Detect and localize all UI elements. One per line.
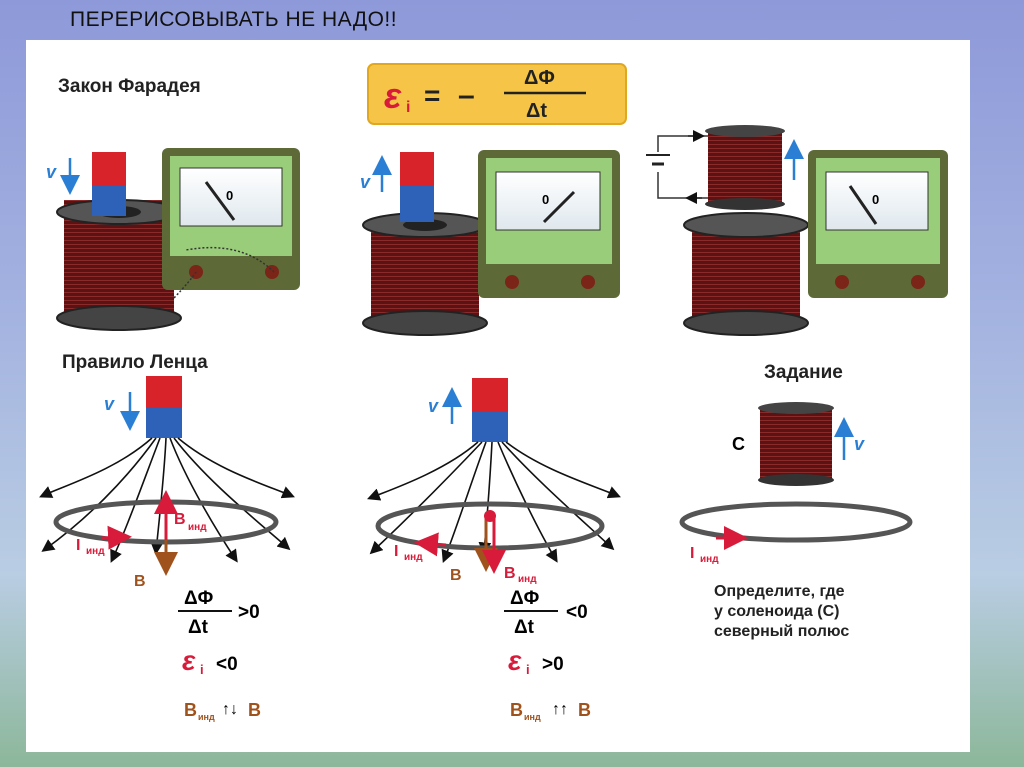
faraday-experiment-2: v 0 bbox=[360, 150, 620, 335]
faraday-experiment-3: 0 bbox=[646, 125, 948, 335]
current-label: I bbox=[394, 543, 398, 560]
emf-symbol: ε bbox=[182, 645, 196, 676]
emf-cmp: <0 bbox=[216, 654, 238, 675]
binduced-sub: инд bbox=[518, 574, 537, 585]
lenz-right-diagram: v I инд B B инд ΔΦ Δt <0 ε i >0 B инд ↑↑… bbox=[370, 378, 618, 722]
magnet-icon bbox=[92, 152, 126, 216]
formula-numerator: ΔΦ bbox=[524, 67, 555, 89]
formula-equals: = bbox=[424, 80, 440, 111]
faraday-formula: ε i = – ΔΦ Δt bbox=[368, 64, 626, 124]
rel-sub: инд bbox=[198, 712, 215, 722]
rel-b2: B bbox=[578, 700, 591, 720]
frac-den: Δt bbox=[514, 617, 535, 638]
rel-b2: B bbox=[248, 700, 261, 720]
meter-zero-label: 0 bbox=[226, 188, 233, 203]
task-line-1: Определите, где bbox=[714, 583, 845, 600]
frac-cmp: >0 bbox=[238, 602, 260, 623]
task-line-3: северный полюс bbox=[714, 623, 849, 640]
meter-zero-label: 0 bbox=[872, 192, 879, 207]
task-line-2: у соленоида (С) bbox=[714, 603, 839, 620]
emf-symbol: ε bbox=[508, 645, 522, 676]
current-sub: инд bbox=[86, 546, 105, 557]
rel-arrows: ↑↑ bbox=[552, 701, 568, 718]
solenoid-label: C bbox=[732, 434, 745, 454]
binduced-label: B bbox=[174, 511, 186, 528]
frac-num: ΔΦ bbox=[510, 588, 540, 609]
diagram-panel: Закон Фарадея Правило Ленца Задание ε i … bbox=[26, 40, 970, 752]
faraday-experiment-1: v 0 bbox=[46, 148, 300, 330]
solenoid-icon bbox=[760, 408, 832, 480]
current-label: I bbox=[76, 537, 80, 554]
frac-cmp: <0 bbox=[566, 602, 588, 623]
faraday-title: Закон Фарадея bbox=[58, 76, 201, 97]
meter-zero-label: 0 bbox=[542, 192, 549, 207]
velocity-label: v bbox=[104, 394, 115, 414]
velocity-label: v bbox=[46, 162, 57, 182]
rel-b1: B bbox=[510, 700, 523, 720]
binduced-label: B bbox=[504, 565, 516, 582]
current-sub: инд bbox=[404, 552, 423, 563]
rel-arrows: ↑↓ bbox=[222, 701, 238, 718]
velocity-label: v bbox=[854, 434, 865, 454]
velocity-label: v bbox=[428, 396, 439, 416]
formula-minus: – bbox=[458, 79, 475, 112]
formula-denominator: Δt bbox=[526, 100, 547, 122]
task-title: Задание bbox=[764, 362, 843, 383]
rel-sub: инд bbox=[524, 712, 541, 722]
emf-sub: i bbox=[526, 662, 530, 677]
formula-emf: ε bbox=[384, 75, 402, 116]
current-label: I bbox=[690, 545, 694, 562]
formula-sub: i bbox=[406, 99, 410, 116]
velocity-label: v bbox=[360, 172, 371, 192]
b-label: B bbox=[134, 573, 146, 590]
task-diagram: C v I инд Определите, где у соленоида (С… bbox=[682, 402, 910, 640]
b-label: B bbox=[450, 567, 462, 584]
rel-b1: B bbox=[184, 700, 197, 720]
binduced-sub: инд bbox=[188, 522, 207, 533]
frac-den: Δt bbox=[188, 617, 209, 638]
emf-cmp: >0 bbox=[542, 654, 564, 675]
current-sub: инд bbox=[700, 554, 719, 565]
ring-icon bbox=[682, 504, 910, 540]
physics-diagram: Закон Фарадея Правило Ленца Задание ε i … bbox=[26, 40, 970, 752]
frac-num: ΔΦ bbox=[184, 588, 214, 609]
lenz-title: Правило Ленца bbox=[62, 352, 208, 373]
lenz-left-diagram: v I инд B инд B ΔΦ Δt >0 ε i <0 B инд ↑↓… bbox=[42, 376, 292, 722]
emf-sub: i bbox=[200, 662, 204, 677]
banner-title: ПЕРЕРИСОВЫВАТЬ НЕ НАДО!! bbox=[70, 8, 397, 32]
